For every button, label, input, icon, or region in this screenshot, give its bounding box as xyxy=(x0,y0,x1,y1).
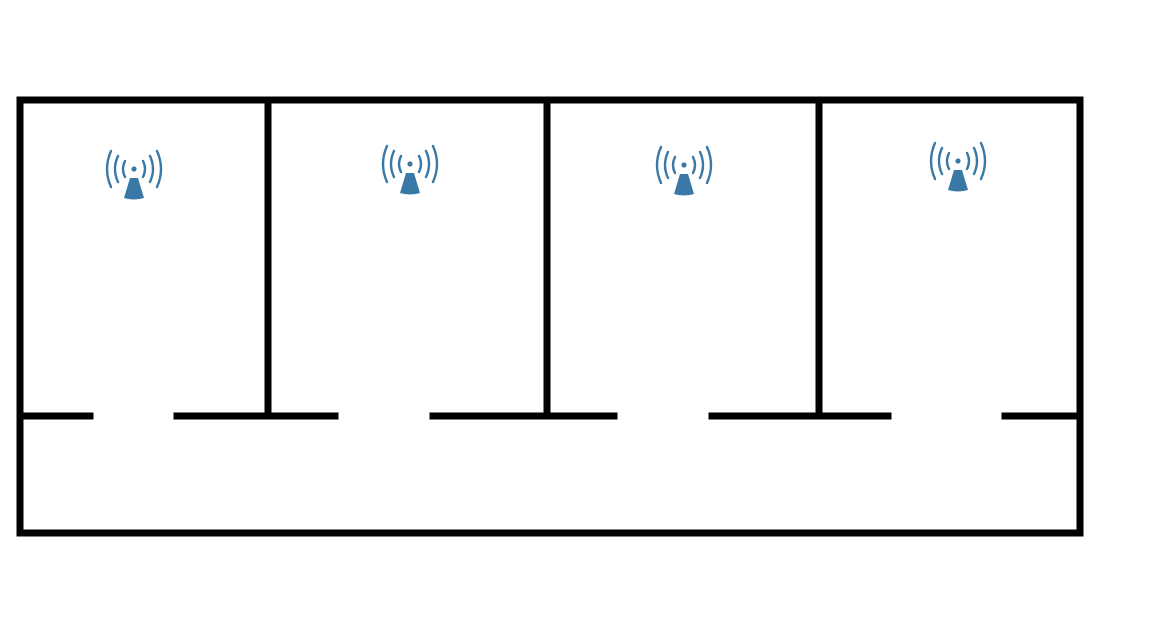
wifi-access-point-icon-4 xyxy=(929,141,987,193)
wifi-access-point-icon-2 xyxy=(381,144,439,196)
walls xyxy=(16,96,1084,537)
wifi-access-point-icon-1 xyxy=(105,149,163,201)
wifi-access-point-icon-3 xyxy=(655,145,713,197)
